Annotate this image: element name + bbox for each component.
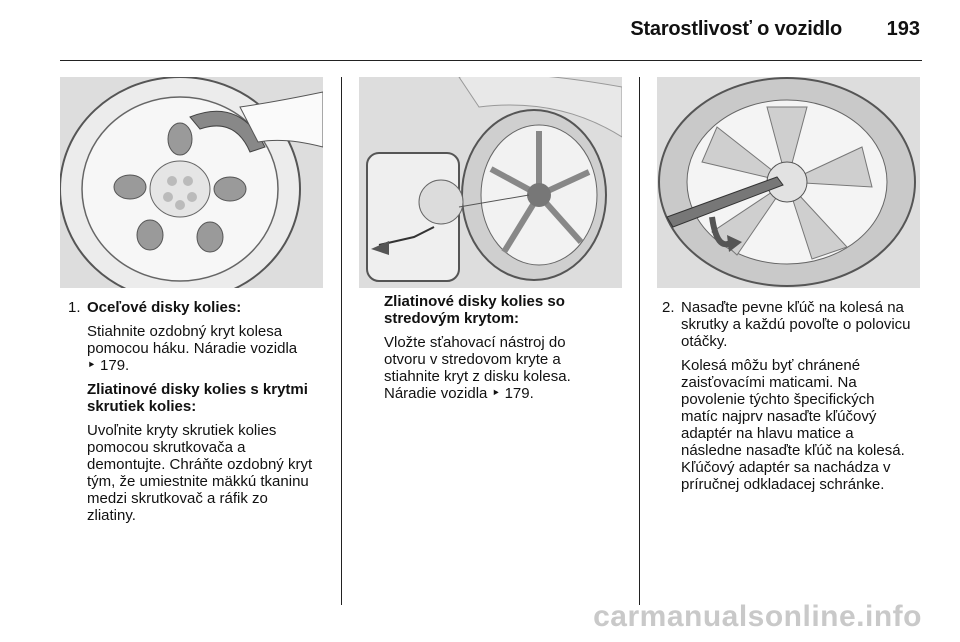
col1-item-number: 1. (68, 299, 81, 316)
illustration-center-cover-removal (359, 77, 622, 288)
col3-line: matíc najprv nasaďte kľúčový (681, 408, 877, 425)
col3-line: povolenie týchto špecifických (681, 391, 875, 408)
col2-page-reference: Náradie vozidla ‣ 179. (384, 385, 534, 402)
col3-line: otáčky. (681, 333, 728, 350)
illustration-wheel-cover-removal (60, 77, 323, 288)
column-divider-1 (341, 77, 342, 605)
col1-line: medzi skrutkovač a ráfik zo (87, 490, 268, 507)
col1-subheading: skrutiek kolies: (87, 398, 197, 415)
col1-line: pomocou háku. Náradie vozidla (87, 340, 298, 357)
col1-line: demontujte. Chráňte ozdobný kryt (87, 456, 313, 473)
col3-text: 2. Nasaďte pevne kľúč na kolesá na skrut… (662, 299, 926, 493)
header-rule (60, 60, 922, 61)
col3-line: Nasaďte pevne kľúč na kolesá na (681, 299, 904, 316)
col1-line: tým, že umiestnite mäkkú tkaninu (87, 473, 309, 490)
col2-heading: Zliatinové disky kolies so (384, 293, 565, 310)
illustration-wheel-wrench (657, 77, 920, 288)
col1-subheading: Zliatinové disky kolies s krytmi (87, 381, 308, 398)
col2-line: stiahnite kryt z disku kolesa. (384, 368, 571, 385)
col3-line: Kolesá môžu byť chránené (681, 357, 861, 374)
col1-line: Uvoľnite kryty skrutiek kolies (87, 422, 277, 439)
col1-text: 1. Oceľové disky kolies: Stiahnite ozdob… (68, 299, 332, 524)
col2-line: Vložte sťahovací nástroj do (384, 334, 566, 351)
col3-item-number: 2. (662, 299, 675, 316)
watermark: carmanualsonline.info (593, 600, 922, 633)
col1-heading: Oceľové disky kolies: (87, 299, 242, 316)
col3-line: Kľúčový adaptér sa nachádza v (681, 459, 891, 476)
col2-text: Zliatinové disky kolies so stredovým kry… (384, 293, 629, 402)
col1-line: zliatiny. (87, 507, 136, 524)
col3-line: adaptér na hlavu matice a (681, 425, 854, 442)
col2-line: otvoru v stredovom kryte a (384, 351, 561, 368)
column-divider-2 (639, 77, 640, 605)
col1-line: pomocou skrutkovača a (87, 439, 246, 456)
col3-line: príručnej odkladacej schránke. (681, 476, 885, 493)
col1-line: Stiahnite ozdobný kryt kolesa (87, 323, 283, 340)
page-header-title: Starostlivosť o vozidlo (630, 18, 842, 40)
col1-page-reference: ‣ 179. (87, 357, 130, 374)
col3-line: skrutky a každú povoľte o polovicu (681, 316, 911, 333)
page-number: 193 (886, 18, 920, 40)
col2-heading: stredovým krytom: (384, 310, 520, 327)
col3-line: zaisťovacími maticami. Na (681, 374, 857, 391)
col3-line: následne nasaďte kľúč na kolesá. (681, 442, 905, 459)
